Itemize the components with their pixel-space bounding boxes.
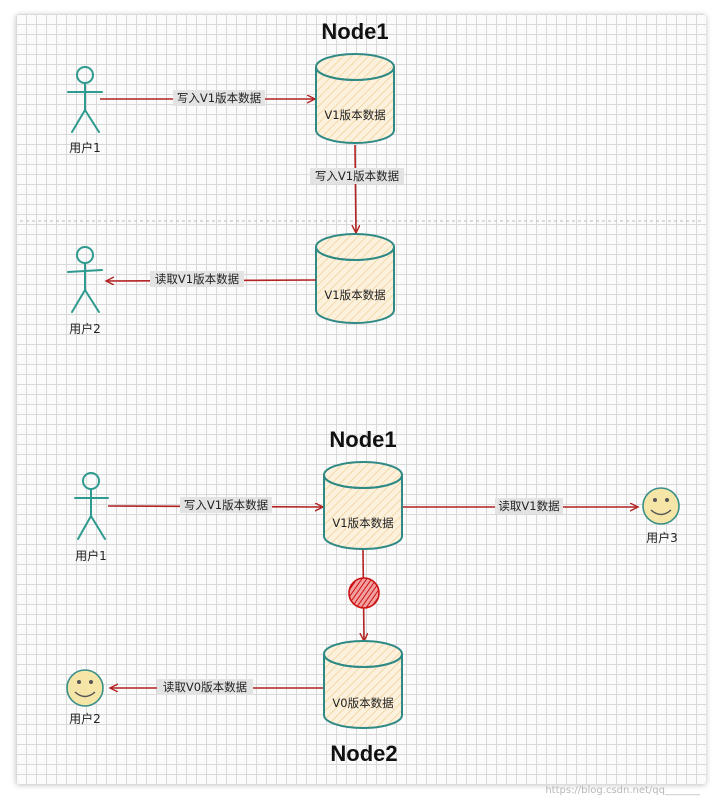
user1-label-top: 用户1 [69, 140, 101, 155]
node1-title-top: Node1 [321, 19, 388, 44]
edge-label-user1-db1-top: 写入V1版本数据 [177, 91, 262, 105]
user3-smiley-icon [642, 487, 680, 525]
edge-label-bg [495, 498, 563, 514]
database-cylinder-icon [323, 461, 403, 550]
edge-label-user1-db1-bottom: 写入V1版本数据 [184, 498, 269, 512]
user1-stick-figure-icon [67, 66, 103, 133]
user1-stick-figure-icon [74, 472, 109, 540]
db2-label-top: V1版本数据 [324, 288, 386, 302]
edge-label-db2-user2-top: 读取V1版本数据 [155, 272, 240, 286]
user2-label-top: 用户2 [69, 321, 101, 336]
db1-label-bottom: V1版本数据 [332, 516, 394, 530]
edge-label-db1-db2-top: 写入V1版本数据 [315, 169, 400, 183]
edge-label-bg [150, 271, 244, 287]
user2-label-bottom: 用户2 [69, 711, 101, 726]
edge-label-bg [157, 679, 253, 695]
edge-label-db1-user3-bottom: 读取V1数据 [498, 499, 560, 513]
database-cylinder-icon [315, 53, 395, 144]
db1-label-top: V1版本数据 [324, 108, 386, 122]
blocked-replication-icon [348, 577, 380, 609]
edge-label-bg [310, 168, 404, 184]
edge-label-bg [173, 90, 265, 106]
edge-label-db2-user2-bottom: 读取V0版本数据 [163, 680, 248, 694]
user1-label-bottom: 用户1 [75, 548, 107, 563]
arrow-db1-to-db2-top [355, 144, 356, 233]
user3-label-bottom: 用户3 [646, 530, 678, 545]
edge-label-bg [180, 497, 272, 513]
database-cylinder-icon [315, 233, 395, 324]
user2-smiley-icon [66, 669, 104, 707]
user2-stick-figure-icon [67, 246, 103, 313]
db2-label-bottom: V0版本数据 [332, 696, 394, 710]
watermark: https://blog.csdn.net/qq_______ [545, 785, 701, 796]
node2-title-bottom: Node2 [330, 741, 397, 766]
node1-title-bottom: Node1 [329, 427, 396, 452]
database-cylinder-icon [323, 640, 403, 729]
